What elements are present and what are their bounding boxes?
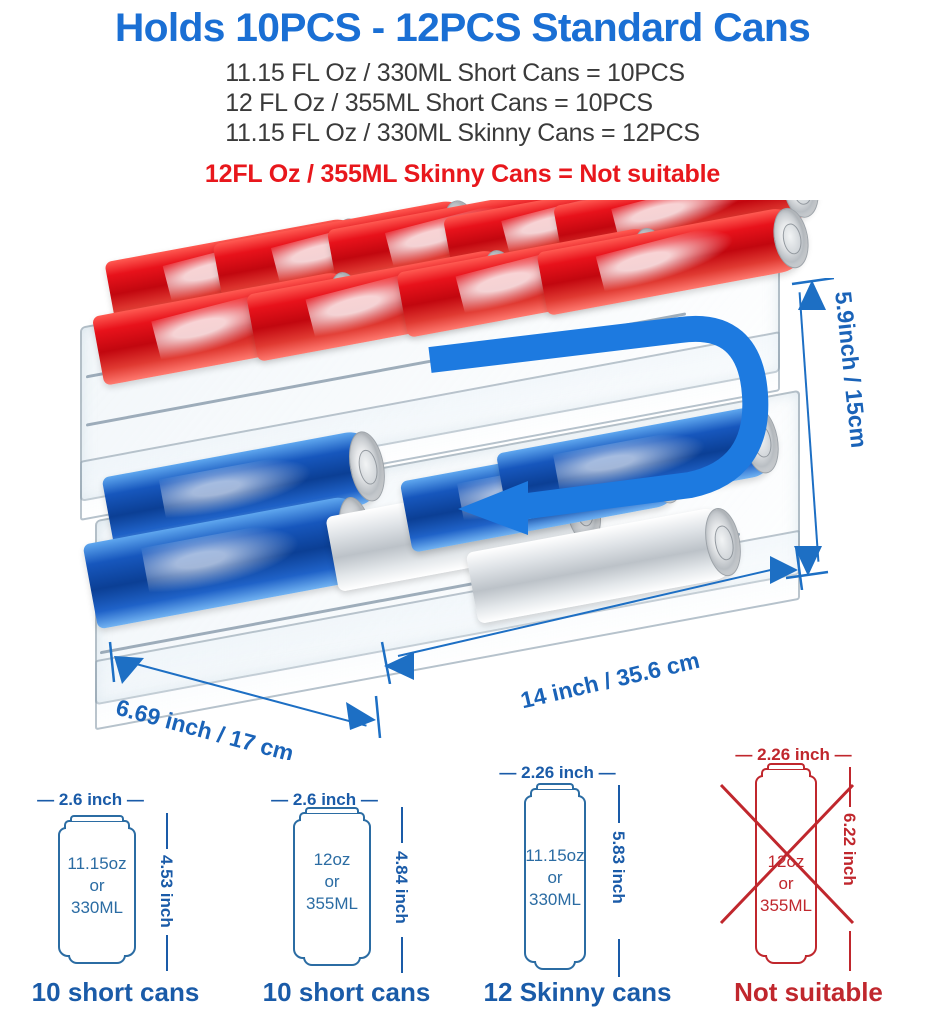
spec-2-height-dim: 4.84 inch xyxy=(392,851,411,924)
spec-4-height-dim: 6.22 inch xyxy=(840,813,859,886)
width-arrow-right-icon xyxy=(770,545,804,590)
capacity-line-2: 12 FL Oz / 355ML Short Cans = 10PCS xyxy=(225,89,653,117)
tick xyxy=(401,937,403,973)
spec-2-volume-2: 355ML xyxy=(306,894,358,913)
spec-2-caption: 10 short cans xyxy=(262,977,431,1007)
capacity-line-3: 11.15 FL Oz / 330ML Skinny Cans = 12PCS xyxy=(225,119,700,147)
spec-can-1: — 2.6 inch — 11.15oz or 330ML 4.53 inch … xyxy=(0,745,231,1024)
spec-2-volume-1: 12oz xyxy=(313,850,351,869)
tick xyxy=(166,813,168,849)
spec-4-volume-1: 12oz xyxy=(767,852,805,871)
spec-3-caption: 12 Skinny cans xyxy=(483,977,672,1007)
spec-2-can-outline xyxy=(293,807,371,966)
spec-3-height-dim: 5.83 inch xyxy=(609,831,628,904)
spec-1-width-dim: — 2.6 inch — xyxy=(37,790,144,809)
capacity-list: 11.15 FL Oz / 330ML Short Cans = 10PCS 1… xyxy=(0,58,925,148)
depth-arrow-right-icon xyxy=(346,695,382,738)
spec-1-volume-1: 11.15oz xyxy=(67,854,127,873)
spec-2-width-dim: — 2.6 inch — xyxy=(271,790,378,809)
spec-4-volume-2: 355ML xyxy=(760,896,812,915)
tick xyxy=(618,785,620,823)
spec-4-caption: Not suitable xyxy=(734,977,883,1007)
tick xyxy=(849,931,851,971)
tick xyxy=(401,807,403,843)
spec-3-volume-1: 11.15oz xyxy=(525,846,585,865)
spec-1-height-dim: 4.53 inch xyxy=(157,855,176,928)
spec-3-volume-or: or xyxy=(547,868,563,887)
tick xyxy=(849,767,851,807)
not-suitable-cross-icon xyxy=(719,783,855,925)
can-size-specs: — 2.6 inch — 11.15oz or 330ML 4.53 inch … xyxy=(0,745,925,1024)
width-arrow-left-icon xyxy=(380,641,414,684)
spec-1-can-outline xyxy=(58,815,136,964)
spec-can-2: — 2.6 inch — 12oz or 355ML 4.84 inch 10 … xyxy=(231,745,462,1024)
spec-can-3: — 2.26 inch — 11.15oz or 330ML 5.83 inch… xyxy=(462,745,693,1024)
spec-4-width-dim: — 2.26 inch — xyxy=(735,745,852,764)
height-arrow-up-icon xyxy=(791,278,834,310)
spec-1-volume-2: 330ML xyxy=(71,898,123,917)
spec-3-can-outline xyxy=(524,783,586,970)
tick xyxy=(618,939,620,977)
height-dim-label: 5.9inch / 15cm xyxy=(830,290,873,450)
spec-1-caption: 10 short cans xyxy=(31,977,200,1007)
spec-4-volume-or: or xyxy=(778,874,794,893)
roll-down-flow-arrow-icon xyxy=(428,315,769,535)
spec-4-can-outline xyxy=(755,763,817,964)
depth-arrow-left-icon xyxy=(108,641,144,684)
spec-1-volume-or: or xyxy=(89,876,105,895)
spec-can-4: — 2.26 inch — 12oz or 355ML 6.22 inch No… xyxy=(693,745,924,1024)
height-dim-line xyxy=(798,292,820,562)
spec-2-volume-or: or xyxy=(324,872,340,891)
tick xyxy=(166,935,168,971)
height-arrow-down-icon xyxy=(786,546,829,580)
capacity-line-1: 11.15 FL Oz / 330ML Short Cans = 10PCS xyxy=(225,59,685,87)
spec-3-volume-2: 330ML xyxy=(529,890,581,909)
width-dim-label: 14 inch / 35.6 cm xyxy=(518,646,702,714)
page-title: Holds 10PCS - 12PCS Standard Cans xyxy=(114,6,811,50)
product-photo: 5.9inch / 15cm 14 inch / 35.6 cm 6.69 in… xyxy=(0,200,925,760)
not-suitable-warning: 12FL Oz / 355ML Skinny Cans = Not suitab… xyxy=(204,160,721,188)
spec-3-width-dim: — 2.26 inch — xyxy=(499,763,616,782)
